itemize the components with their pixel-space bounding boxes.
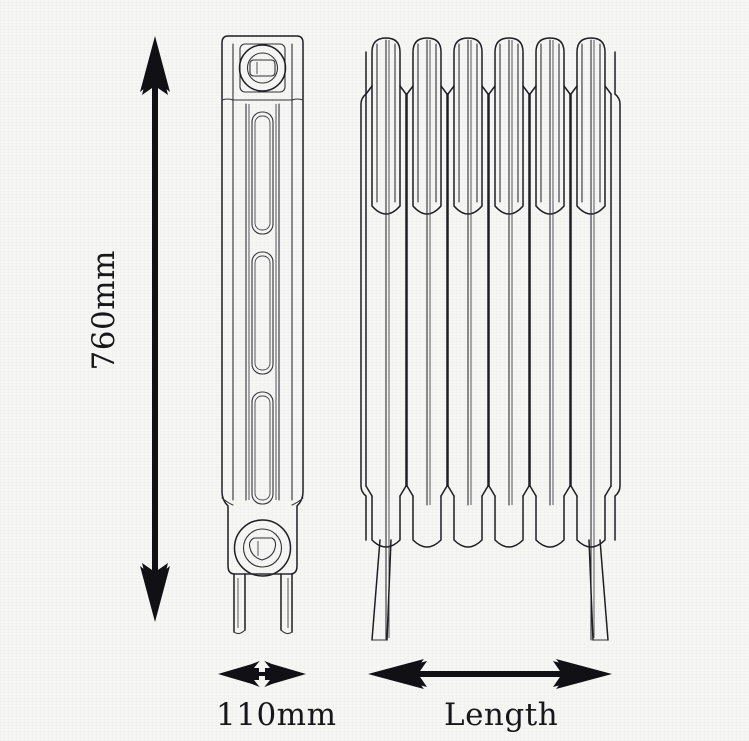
depth-dimension-arrow (218, 658, 306, 690)
radiator-column (406, 37, 448, 548)
height-dimension-text: 760mm (86, 250, 122, 371)
length-dimension-arrow (368, 659, 612, 689)
depth-dimension-label: 110mm (216, 697, 337, 733)
radiator-column (447, 37, 489, 548)
radiator-column (570, 37, 612, 641)
radiator-column (365, 37, 407, 641)
side-elevation-view (221, 35, 304, 635)
height-dimension-label: 760mm (86, 130, 122, 370)
radiator-column (488, 37, 530, 548)
height-dimension-arrow (140, 36, 170, 622)
radiator-column (529, 37, 571, 548)
length-dimension-label: Length (444, 697, 559, 733)
front-elevation-view (360, 37, 621, 641)
